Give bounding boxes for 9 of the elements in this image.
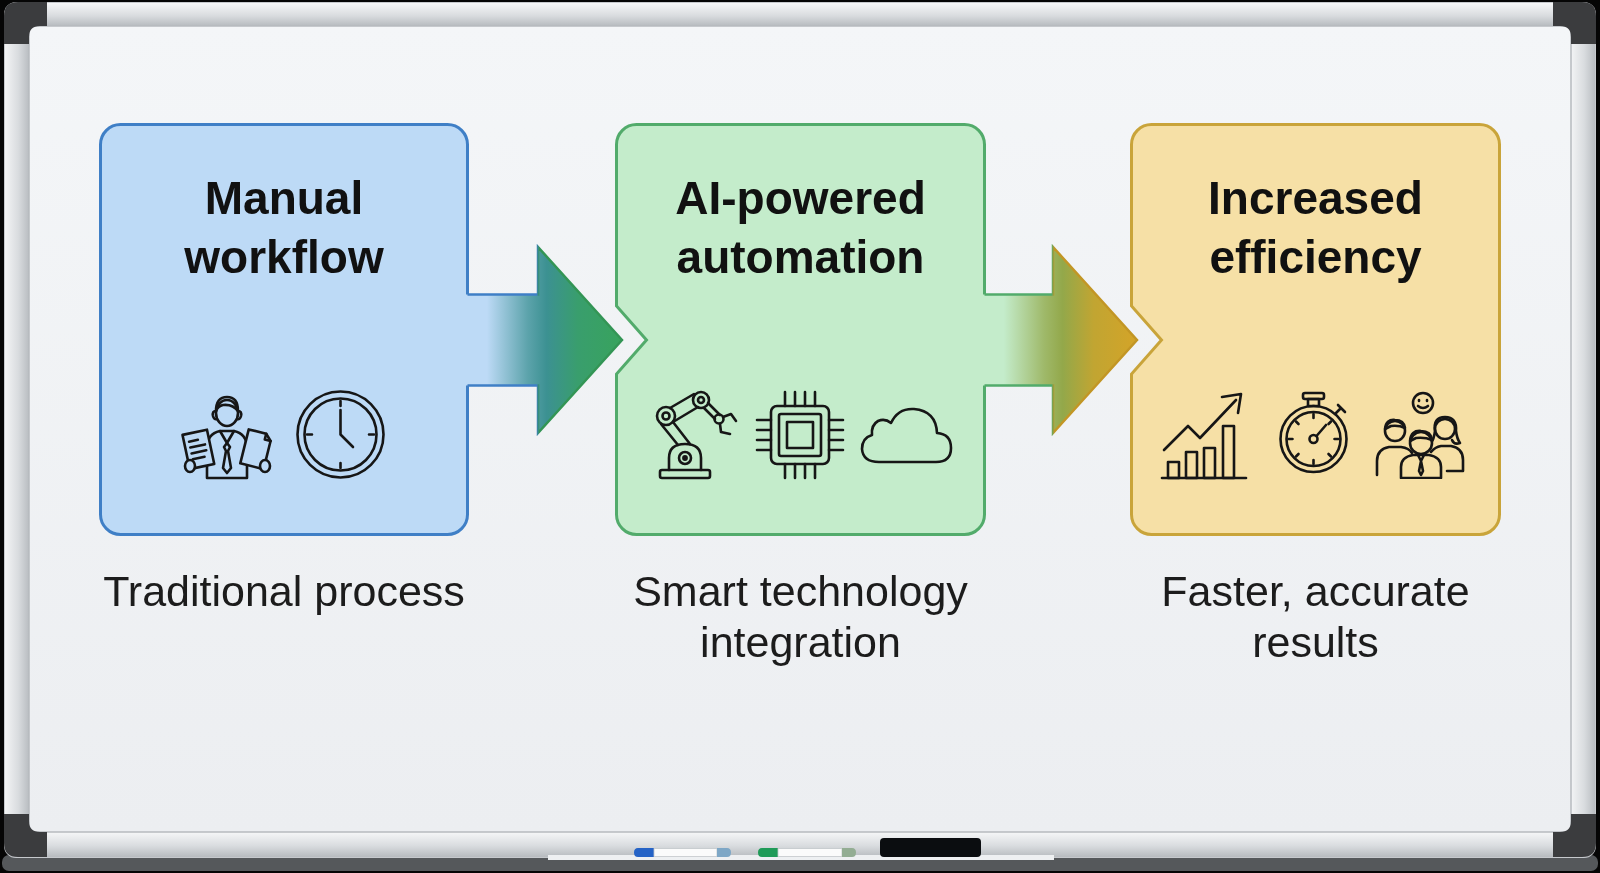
stage-title: AI-powered automation <box>674 171 927 285</box>
stage-title: Manual workflow <box>183 171 385 285</box>
stage-title: Increased efficiency <box>1207 171 1424 285</box>
stage-caption: Traditional process <box>102 566 466 617</box>
stage-caption: Faster, accurate results <box>1160 566 1471 668</box>
process-box <box>1130 123 1501 536</box>
process-box <box>99 123 469 536</box>
process-box <box>615 123 986 536</box>
stage-caption: Smart technology integration <box>632 566 969 668</box>
